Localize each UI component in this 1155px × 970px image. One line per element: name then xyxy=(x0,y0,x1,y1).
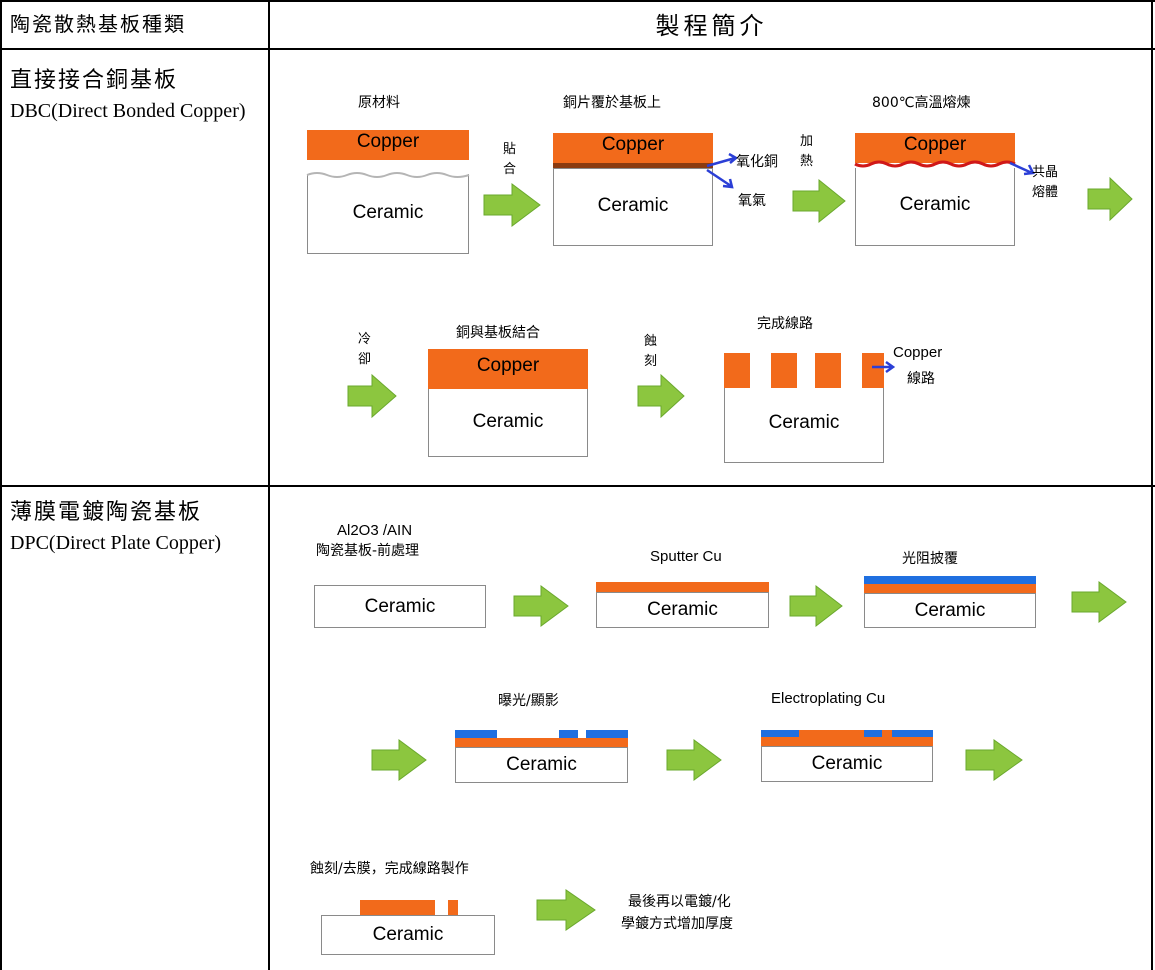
photoresist-pattern xyxy=(892,730,933,737)
eutectic-label: 共晶熔體 xyxy=(1032,165,1059,200)
ceramic-label: Ceramic xyxy=(597,195,669,216)
process-arrow xyxy=(536,889,596,931)
dpc-final-note-2: 學鍍方式增加厚度 xyxy=(621,916,733,932)
ceramic-substrate: Ceramic xyxy=(314,585,486,628)
dpc-title: 薄膜電鍍陶瓷基板 xyxy=(10,500,203,525)
ceramic-label: Ceramic xyxy=(914,600,986,621)
copper-oxide-label: 氧化銅 xyxy=(736,154,778,170)
process-arrow xyxy=(371,739,427,781)
dpc-step-photoresist: 光阻披覆 xyxy=(902,551,958,567)
rough-surface-line xyxy=(306,172,470,178)
copper-trace xyxy=(724,353,750,388)
dbc-step-raw: 原材料 xyxy=(358,95,400,111)
copper-trace xyxy=(771,353,797,388)
ceramic-label: Ceramic xyxy=(372,924,444,945)
process-arrow xyxy=(666,739,722,781)
photoresist-pattern xyxy=(455,730,497,738)
oxygen-label: 氧氣 xyxy=(738,193,766,209)
copper-layer: Copper xyxy=(428,349,588,389)
ceramic-substrate: Ceramic xyxy=(428,389,588,457)
ceramic-label: Ceramic xyxy=(811,753,883,774)
ceramic-label: Ceramic xyxy=(899,194,971,215)
copper-layer: Copper xyxy=(855,133,1015,163)
copper-line-label: Copper xyxy=(893,344,943,361)
copper-trace xyxy=(360,900,435,915)
copper-layer: Copper xyxy=(307,130,469,160)
ceramic-substrate: Ceramic xyxy=(455,747,628,783)
dpc-final-note-1: 最後再以電鍍/化 xyxy=(628,894,731,910)
copper-seed-layer xyxy=(455,738,628,747)
pointer-arrow xyxy=(872,360,896,374)
photoresist-pattern xyxy=(761,730,799,737)
process-arrow xyxy=(789,584,843,628)
process-column-header: 製程簡介 xyxy=(655,12,768,40)
process-arrow xyxy=(513,585,569,627)
copper-seed-layer xyxy=(864,584,1036,593)
copper-label: Copper xyxy=(356,131,420,152)
process-arrow xyxy=(792,178,846,224)
ceramic-substrate: Ceramic xyxy=(724,388,884,463)
process-arrow xyxy=(1071,581,1127,623)
pointer-arrow xyxy=(1009,161,1035,176)
attach-label: 貼合 xyxy=(503,142,517,177)
dpc-pre-label-zh: 陶瓷基板-前處理 xyxy=(316,543,420,559)
eutectic-melt-layer xyxy=(854,160,1016,168)
copper-label: Copper xyxy=(601,134,665,155)
ceramic-label: Ceramic xyxy=(768,412,840,433)
copper-seed-layer xyxy=(761,737,933,746)
heat-label: 加熱 xyxy=(800,134,814,169)
dbc-subtitle: DBC(Direct Bonded Copper) xyxy=(10,100,246,122)
copper-trace xyxy=(448,900,458,915)
table-border-top xyxy=(0,0,1155,2)
etch-label: 蝕刻 xyxy=(644,334,658,369)
cool-label: 冷卻 xyxy=(358,332,372,367)
dbc-step-bond: 銅與基板結合 xyxy=(456,325,540,341)
dpc-step-strip: 蝕刻/去膜，完成線路製作 xyxy=(310,861,469,877)
dbc-step-done: 完成線路 xyxy=(757,316,813,332)
dpc-step-plating: Electroplating Cu xyxy=(771,690,886,707)
process-arrow xyxy=(637,373,685,419)
ceramic-label: Ceramic xyxy=(352,202,424,223)
plated-copper xyxy=(799,730,864,737)
photoresist-layer xyxy=(864,576,1036,584)
photoresist-pattern xyxy=(586,730,628,738)
dpc-step-sputter: Sputter Cu xyxy=(650,548,722,565)
copper-layer: Copper xyxy=(553,133,713,163)
copper-trace xyxy=(815,353,841,388)
ceramic-substrate: Ceramic xyxy=(321,915,495,955)
dbc-title: 直接接合銅基板 xyxy=(10,68,179,93)
copper-label: Copper xyxy=(476,355,540,376)
photoresist-pattern xyxy=(559,730,578,738)
photoresist-pattern xyxy=(864,730,882,737)
ceramic-substrate: Ceramic xyxy=(596,592,769,628)
dpc-step-expose: 曝光/顯影 xyxy=(498,693,559,709)
ceramic-substrate: Ceramic xyxy=(855,168,1015,246)
ceramic-label: Ceramic xyxy=(364,596,436,617)
header-divider xyxy=(0,48,1155,50)
ceramic-substrate: Ceramic xyxy=(864,593,1036,628)
ceramic-substrate: Ceramic xyxy=(761,746,933,782)
process-arrow xyxy=(483,183,541,227)
process-arrow xyxy=(347,373,397,419)
copper-label: Copper xyxy=(903,134,967,155)
ceramic-substrate: Ceramic xyxy=(307,174,469,254)
type-column-header: 陶瓷散熱基板種類 xyxy=(10,12,186,36)
plated-copper xyxy=(882,730,892,737)
ceramic-substrate: Ceramic xyxy=(553,168,713,246)
copper-oxide-layer xyxy=(553,163,713,168)
row-divider xyxy=(0,485,1155,487)
ceramic-label: Ceramic xyxy=(472,411,544,432)
copper-line-label-zh: 線路 xyxy=(907,371,935,387)
dpc-pre-label-en: Al2O3 /AIN xyxy=(337,522,413,539)
copper-seed-layer xyxy=(596,582,769,592)
process-arrow xyxy=(965,739,1023,781)
ceramic-label: Ceramic xyxy=(506,754,577,775)
pointer-arrows xyxy=(706,152,739,189)
dbc-step-melt: 800℃高溫熔煉 xyxy=(872,95,971,111)
dpc-subtitle: DPC(Direct Plate Copper) xyxy=(10,532,222,554)
process-arrow xyxy=(1087,176,1133,222)
dbc-step-cover: 銅片覆於基板上 xyxy=(563,95,661,111)
ceramic-label: Ceramic xyxy=(647,599,718,620)
copper-trace xyxy=(862,353,884,388)
